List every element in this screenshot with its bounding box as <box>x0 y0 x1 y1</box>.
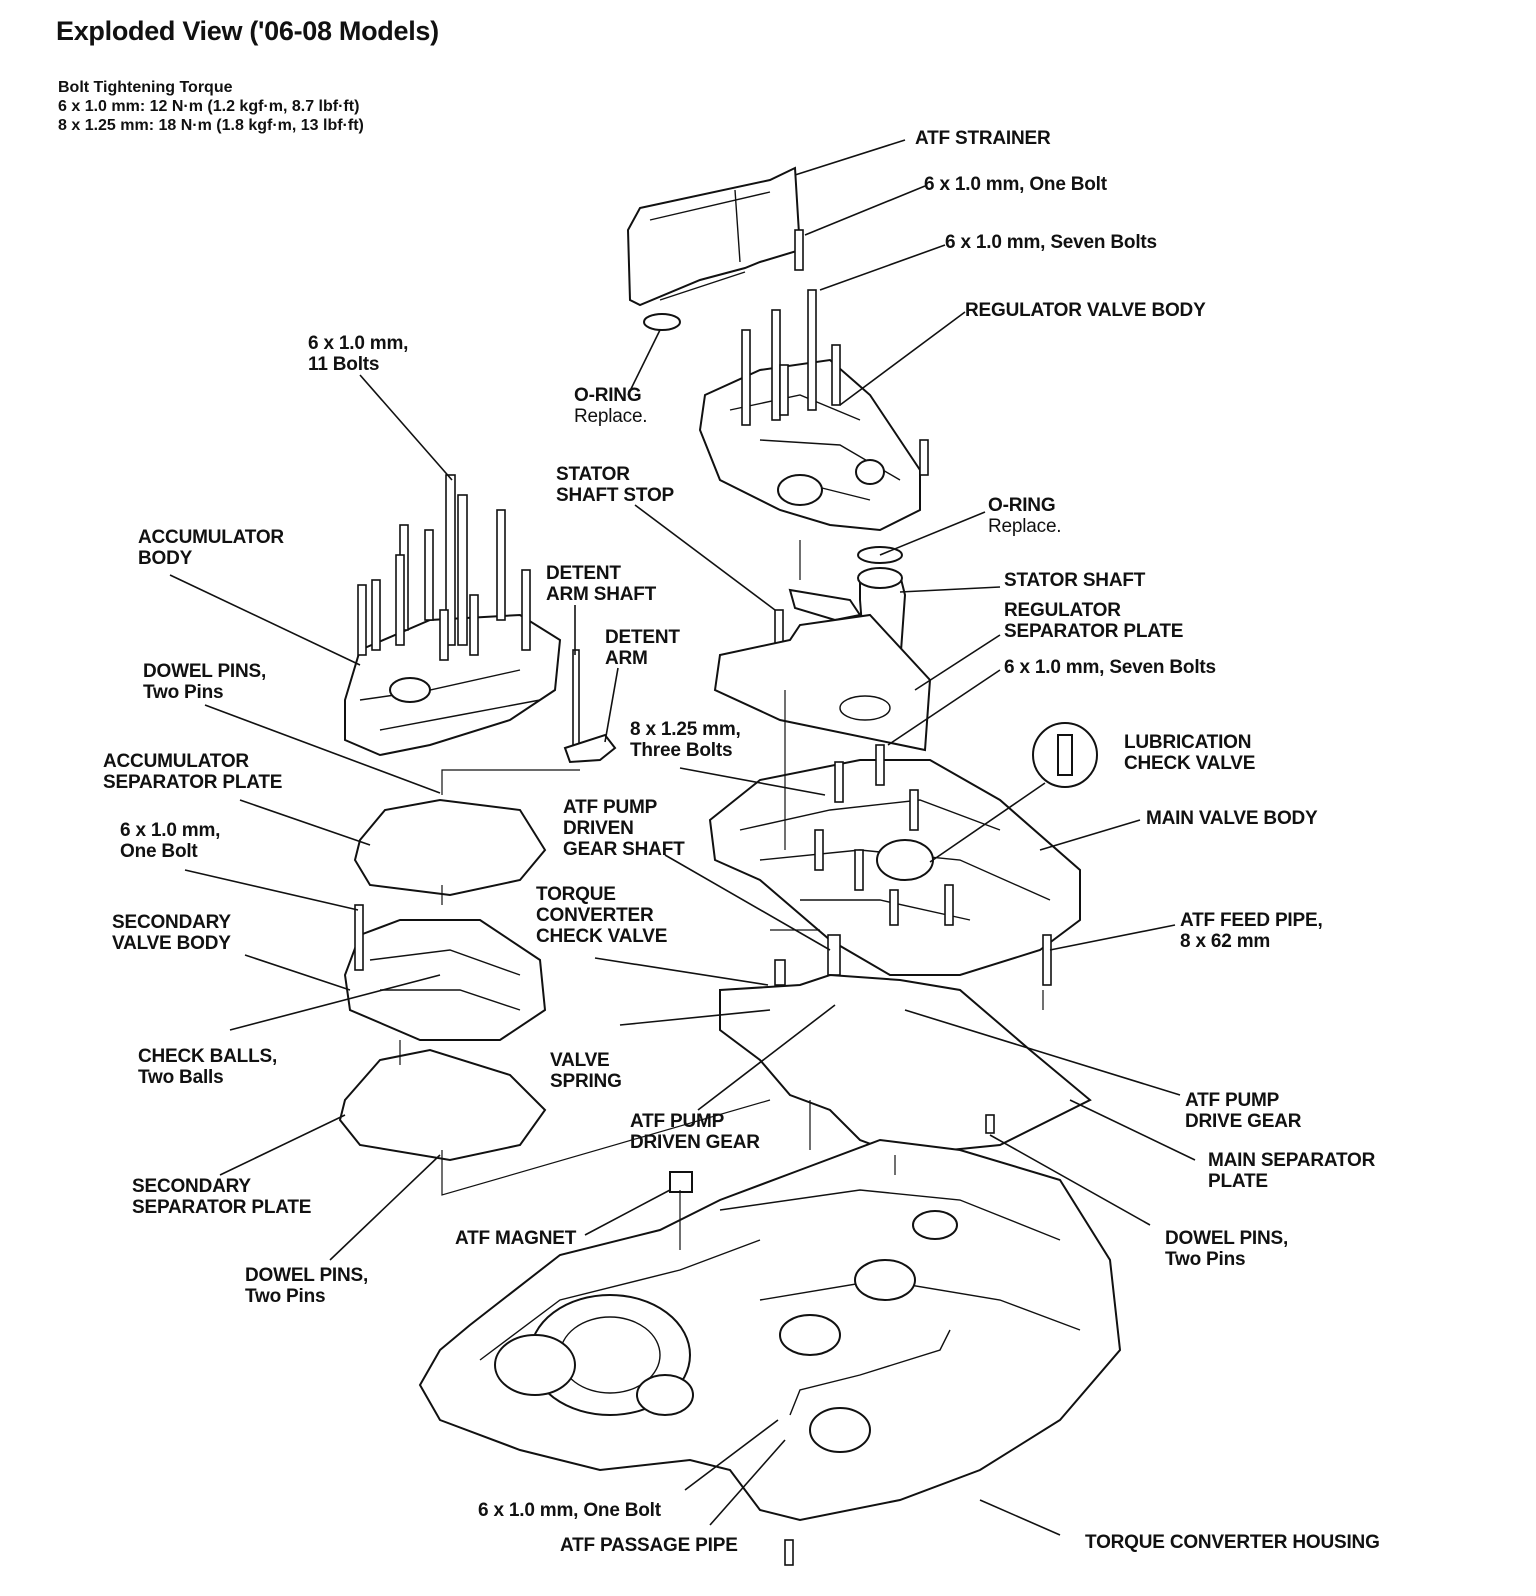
atf-strainer-part <box>626 166 802 331</box>
label-dowel-pins-right: DOWEL PINS,Two Pins <box>1165 1228 1289 1270</box>
label-bolt-seven-top: 6 x 1.0 mm, Seven Bolts <box>945 232 1157 253</box>
label-atf-feed-pipe: ATF FEED PIPE,8 x 62 mm <box>1180 910 1323 952</box>
torque-spec-block: Bolt Tightening Torque 6 x 1.0 mm: 12 N·… <box>58 78 364 135</box>
torque-line-6mm: 6 x 1.0 mm: 12 N·m (1.2 kgf·m, 8.7 lbf·f… <box>58 98 360 115</box>
label-check-balls: CHECK BALLS,Two Balls <box>138 1046 278 1088</box>
label-three-bolts: 8 x 1.25 mm,Three Bolts <box>630 719 741 761</box>
label-bolt-seven-mid: 6 x 1.0 mm, Seven Bolts <box>1004 657 1216 678</box>
label-dowel-pins-lower: DOWEL PINS,Two Pins <box>245 1265 369 1307</box>
main-separator-plate-part <box>719 973 1092 1157</box>
label-bolt-one-top: 6 x 1.0 mm, One Bolt <box>924 174 1107 195</box>
label-one-bolt-bottom: 6 x 1.0 mm, One Bolt <box>478 1500 661 1521</box>
torque-line-8mm: 8 x 1.25 mm: 18 N·m (1.8 kgf·m, 13 lbf·f… <box>58 117 364 134</box>
label-regulator-valve-body: REGULATOR VALVE BODY <box>965 300 1206 321</box>
label-one-bolt-left: 6 x 1.0 mm,One Bolt <box>120 820 221 862</box>
accumulator-body-part <box>344 474 562 757</box>
label-atf-magnet: ATF MAGNET <box>455 1228 577 1249</box>
label-bolts-11: 6 x 1.0 mm,11 Bolts <box>308 333 409 375</box>
torque-heading: Bolt Tightening Torque <box>58 79 233 96</box>
label-atf-passage-pipe: ATF PASSAGE PIPE <box>560 1535 738 1556</box>
torque-converter-housing-part <box>418 1138 1122 1566</box>
leader-lines <box>169 139 1196 1536</box>
accumulator-bolts <box>357 474 531 661</box>
regulator-bolts <box>741 229 929 476</box>
main-valve-body-part <box>708 744 1081 986</box>
label-torque-converter-housing: TORQUE CONVERTER HOUSING <box>1085 1532 1380 1553</box>
label-atf-strainer: ATF STRAINER <box>915 128 1051 149</box>
accumulator-separator-plate-part <box>353 798 547 897</box>
main-valve-bolts <box>814 744 954 926</box>
label-dowel-pins-upper: DOWEL PINS,Two Pins <box>143 661 267 703</box>
detent-arm-part <box>563 649 617 764</box>
regulator-valve-body-part <box>698 229 929 564</box>
label-stator-shaft: STATOR SHAFT <box>1004 570 1146 591</box>
lubrication-check-valve-callout <box>929 722 1098 863</box>
page-title: Exploded View ('06-08 Models) <box>56 16 439 46</box>
secondary-separator-plate-part <box>338 1048 547 1162</box>
alignment-lines <box>399 540 1044 1250</box>
label-main-valve-body: MAIN VALVE BODY <box>1146 808 1318 829</box>
secondary-valve-body-part <box>343 904 547 1041</box>
